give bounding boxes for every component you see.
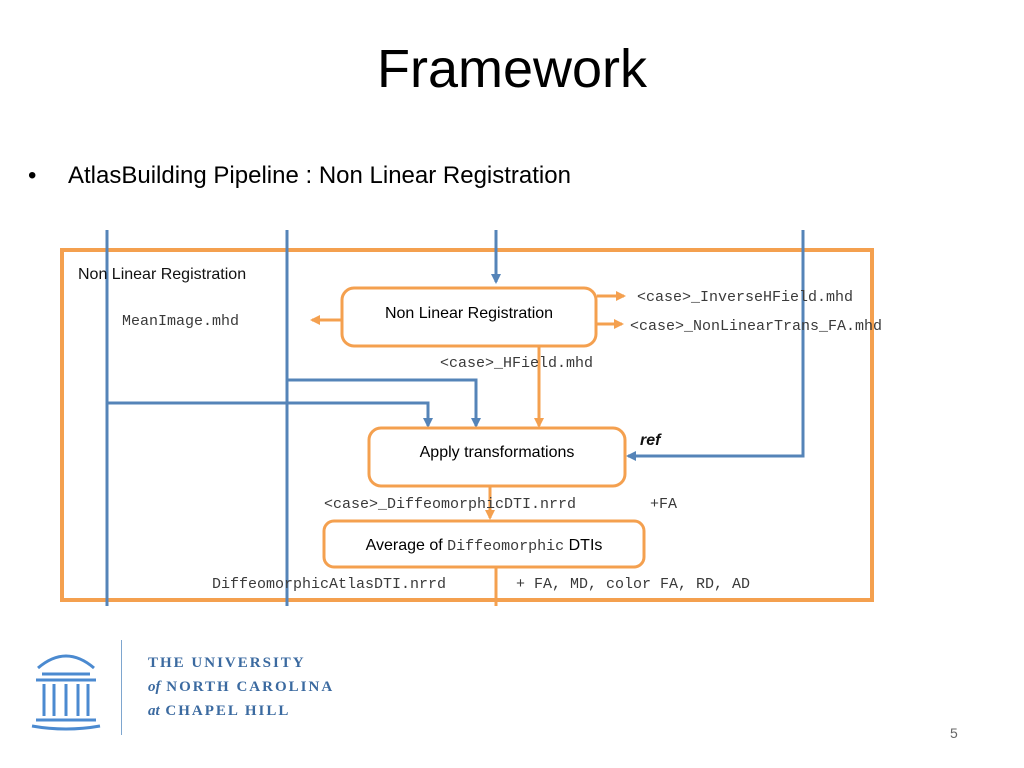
page-number: 5 [950,725,958,741]
diffeo-fa-label: +FA [650,496,677,513]
logo-line-1: THE UNIVERSITY [148,655,306,671]
logo-chapel-hill: CHAPEL HILL [165,703,291,719]
logo-line-3: at CHAPEL HILL [148,703,290,720]
meanimage-label: MeanImage.mhd [122,313,239,330]
box-nonlinear-label: Non Linear Registration [385,305,553,322]
inverse-hfield-label: <case>_InverseHField.mhd [637,289,853,306]
logo-line-2: of NORTH CAROLINA [148,679,334,696]
average-mono: Diffeomorphic [447,538,564,555]
logo-north-carolina: NORTH CAROLINA [166,679,335,695]
logo-at: at [148,703,160,719]
bullet-marker: • [28,162,37,189]
slide-title: Framework [376,39,648,99]
registration-frame [60,248,874,602]
logo-of: of [148,679,161,695]
old-well-icon [31,654,101,731]
blue-branch-1 [107,401,433,428]
nonlinear-trans-label: <case>_NonLinearTrans_FA.mhd [630,318,882,335]
box-apply-label: Apply transformations [420,444,575,461]
frame-label: Non Linear Registration [78,266,246,283]
ref-label: ref [640,432,662,449]
box-apply-transformations [367,426,627,488]
box-average [322,519,646,569]
blue-ref-line [626,230,805,461]
blue-branch-2 [287,378,481,428]
bullet-text: AtlasBuilding Pipeline : Non Linear Regi… [68,162,571,189]
logo-divider [121,640,122,735]
average-prefix: Average of [366,537,444,554]
hfield-label: <case>_HField.mhd [440,355,593,372]
atlas-extra-label: + FA, MD, color FA, RD, AD [516,576,750,593]
box-nonlinear-registration [340,286,598,348]
diffeo-dti-label: <case>_DiffeomorphicDTI.nrrd [324,496,576,513]
atlas-dti-label: DiffeomorphicAtlasDTI.nrrd [212,576,446,593]
average-suffix: DTIs [569,537,603,554]
box-average-label: Average of Diffeomorphic DTIs [366,537,603,555]
